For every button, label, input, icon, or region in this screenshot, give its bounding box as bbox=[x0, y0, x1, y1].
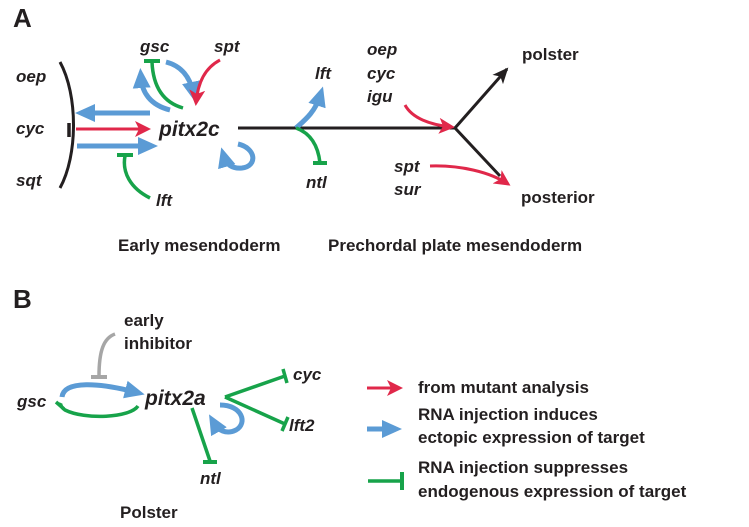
suppress-pitx2a-on-gsc bbox=[59, 402, 140, 419]
legend-induces-label-2: ectopic expression of target bbox=[418, 428, 645, 447]
legend-suppresses-label-2: endogenous expression of target bbox=[418, 482, 687, 501]
mutant-arrow-upper-to-branch bbox=[403, 104, 455, 134]
suppress-pitx2a-on-cyc bbox=[224, 374, 286, 399]
hub-pitx2c: pitx2c bbox=[158, 118, 220, 141]
suppress-ntl-on-line bbox=[295, 126, 322, 164]
gene-sqt-left: sqt bbox=[16, 171, 43, 190]
gene-cyc-b: cyc bbox=[293, 365, 322, 384]
branch-arrow-posterior bbox=[453, 126, 502, 178]
gene-igu-upper: igu bbox=[367, 87, 393, 106]
gene-ntl-a: ntl bbox=[306, 173, 328, 192]
inhibit-early-inhibitor bbox=[97, 332, 116, 377]
legend-induces-label-1: RNA injection induces bbox=[418, 405, 598, 424]
hub-pitx2a: pitx2a bbox=[144, 387, 206, 410]
induce-arrow-line-to-lft bbox=[294, 86, 326, 130]
suppress-pitx2a-on-lft2 bbox=[224, 395, 286, 426]
bracket-left-genes bbox=[58, 61, 75, 189]
suppress-bar bbox=[54, 400, 66, 411]
stage-early-mesendoderm: Early mesendoderm bbox=[118, 236, 281, 255]
gene-lft-top: lft bbox=[315, 64, 332, 83]
suppress-lft-on-nodal-arrow bbox=[122, 155, 151, 200]
panel-b-letter: B bbox=[13, 284, 32, 314]
gene-gsc-top: gsc bbox=[139, 37, 170, 56]
induce-arrow-pitx2c-to-gsc bbox=[132, 68, 171, 113]
gene-sur-lower: sur bbox=[394, 180, 422, 199]
panel-b: B early inhibitor gsc pitx2a cyc lft2 nt… bbox=[13, 284, 322, 522]
gene-lft2-b: lft2 bbox=[289, 416, 315, 435]
gene-lft-bottom: lft bbox=[156, 191, 173, 210]
gene-cyc-upper: cyc bbox=[367, 64, 396, 83]
gene-cyc-left: cyc bbox=[16, 119, 45, 138]
gene-oep-left: oep bbox=[16, 67, 46, 86]
induce-self-loop-pitx2c bbox=[218, 141, 256, 171]
gene-ntl-b: ntl bbox=[200, 469, 222, 488]
mutant-arrow-spt-to-pitx2c bbox=[189, 58, 221, 106]
induce-arrow-gsc-to-pitx2a bbox=[59, 380, 145, 399]
suppress-pitx2a-on-ntl bbox=[190, 407, 212, 462]
suppress-bar bbox=[280, 416, 290, 432]
fate-posterior: posterior bbox=[521, 188, 595, 207]
fate-polster: polster bbox=[522, 45, 579, 64]
legend: from mutant analysis RNA injection induc… bbox=[367, 378, 687, 501]
gene-spt-top: spt bbox=[214, 37, 241, 56]
induce-self-loop-pitx2a bbox=[209, 402, 245, 437]
stage-prechordal-plate: Prechordal plate mesendoderm bbox=[328, 236, 582, 255]
early-inhibitor-line2: inhibitor bbox=[124, 334, 192, 353]
legend-mutant-label: from mutant analysis bbox=[418, 378, 589, 397]
tissue-polster: Polster bbox=[120, 503, 178, 522]
legend-suppresses-label-1: RNA injection suppresses bbox=[418, 458, 628, 477]
suppress-bar bbox=[281, 368, 289, 384]
branch-arrow-polster bbox=[453, 67, 509, 129]
gene-oep-upper: oep bbox=[367, 40, 397, 59]
induce-arrow-gsc-to-pitx2c bbox=[165, 59, 200, 102]
panel-a-letter: A bbox=[13, 3, 32, 33]
panel-a: A oep cyc sqt lft pitx2c gsc spt bbox=[13, 3, 595, 255]
mutant-arrow-lower-to-posterior bbox=[429, 164, 511, 186]
early-inhibitor-line1: early bbox=[124, 311, 164, 330]
gene-spt-lower: spt bbox=[394, 157, 421, 176]
suppress-pitx2c-on-gsc bbox=[150, 61, 184, 110]
gene-gsc-b: gsc bbox=[16, 392, 47, 411]
